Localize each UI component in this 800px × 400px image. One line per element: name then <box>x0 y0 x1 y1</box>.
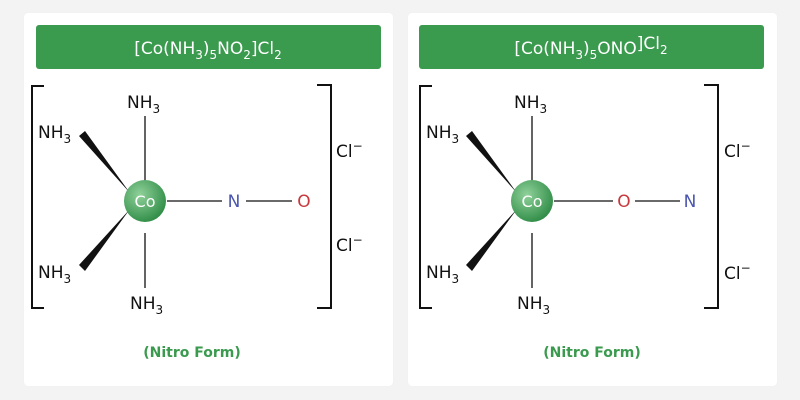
nitrogen-atom-label: N <box>228 192 241 212</box>
cobalt-atom <box>511 180 553 222</box>
chloride-ion-upper: Cl− <box>724 139 751 162</box>
ligand-bottom-label: NH3 <box>517 294 550 317</box>
wedge-bond-upper <box>79 131 130 193</box>
chloride-ion-upper: Cl− <box>336 139 363 162</box>
formula-title: [Co(NH3)5NO2]Cl2 <box>134 39 282 62</box>
form-caption: (Nitro Form) <box>543 345 641 361</box>
ligand-top-label: NH3 <box>127 93 160 116</box>
cobalt-label: Co <box>522 192 543 211</box>
nitrito-form-card: [Co(NH3)5ONO]Cl2 Co NH3 NH3 NH3 NH3 O N … <box>408 13 777 386</box>
right-bracket <box>704 84 719 309</box>
form-caption: (Nitro Form) <box>143 345 241 361</box>
ligand-upper-left-label: NH3 <box>38 123 71 146</box>
nitro-structure-diagram: [Co(NH3)5NO2]Cl2 Co NH3 NH3 NH3 NH3 N O … <box>31 25 381 361</box>
formula-title: [Co(NH3)5ONO]Cl2 <box>514 34 667 62</box>
oxygen-atom-label: O <box>617 192 630 212</box>
left-bracket <box>31 85 44 309</box>
nitro-form-card: [Co(NH3)5NO2]Cl2 Co NH3 NH3 NH3 NH3 N O … <box>24 13 393 386</box>
cobalt-label: Co <box>135 192 156 211</box>
ligand-bottom-label: NH3 <box>130 294 163 317</box>
wedge-bond-lower <box>466 209 517 271</box>
nitrogen-atom-label: N <box>684 192 697 212</box>
wedge-bond-upper <box>466 131 517 193</box>
wedge-bond-lower <box>79 209 130 271</box>
nitrito-structure-diagram: [Co(NH3)5ONO]Cl2 Co NH3 NH3 NH3 NH3 O N … <box>419 25 764 361</box>
cobalt-atom <box>124 180 166 222</box>
chloride-ion-lower: Cl− <box>336 233 363 256</box>
formula-banner <box>419 25 764 69</box>
left-bracket <box>419 85 432 309</box>
ligand-lower-left-label: NH3 <box>426 263 459 286</box>
formula-banner <box>36 25 381 69</box>
ligand-top-label: NH3 <box>514 93 547 116</box>
chloride-ion-lower: Cl− <box>724 261 751 284</box>
ligand-lower-left-label: NH3 <box>38 263 71 286</box>
right-bracket <box>317 84 332 309</box>
ligand-upper-left-label: NH3 <box>426 123 459 146</box>
oxygen-atom-label: O <box>297 192 310 212</box>
